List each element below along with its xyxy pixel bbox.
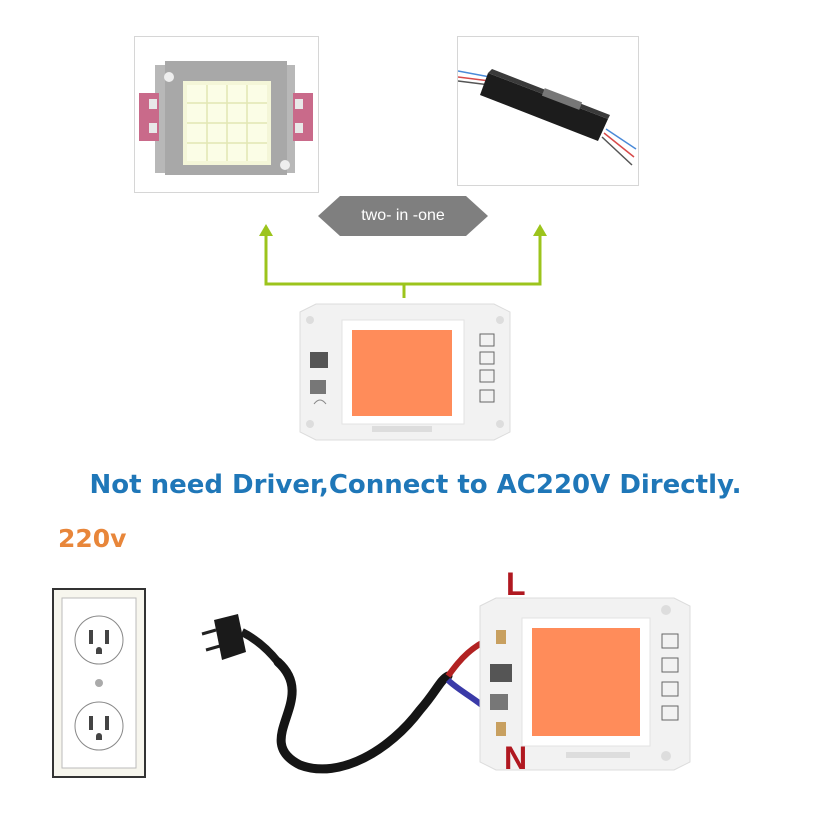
badge-label: two- in -one [361,207,445,224]
tagline: Not need Driver,Connect to AC220V Direct… [89,470,742,500]
arrow-up-right-icon [533,224,547,236]
led-chip-photo [134,36,319,193]
led-cob-chip-icon [139,61,313,175]
ac-led-module-wired [479,597,691,771]
led-driver-photo [457,36,639,186]
neutral-label: N [504,740,528,776]
two-in-one-badge-shape [318,196,488,236]
arrow-lines [264,232,542,298]
voltage-label: 220v [58,524,127,553]
live-label: L [506,566,526,602]
wall-outlet-icon [52,588,146,778]
power-plug-icon [201,614,282,665]
power-cable [273,657,453,774]
ac-led-module-photo [299,303,511,441]
wiring-diagram [201,597,691,774]
arrow-up-left-icon [259,224,273,236]
led-driver-icon [457,69,637,166]
two-in-one-connector [259,196,547,298]
